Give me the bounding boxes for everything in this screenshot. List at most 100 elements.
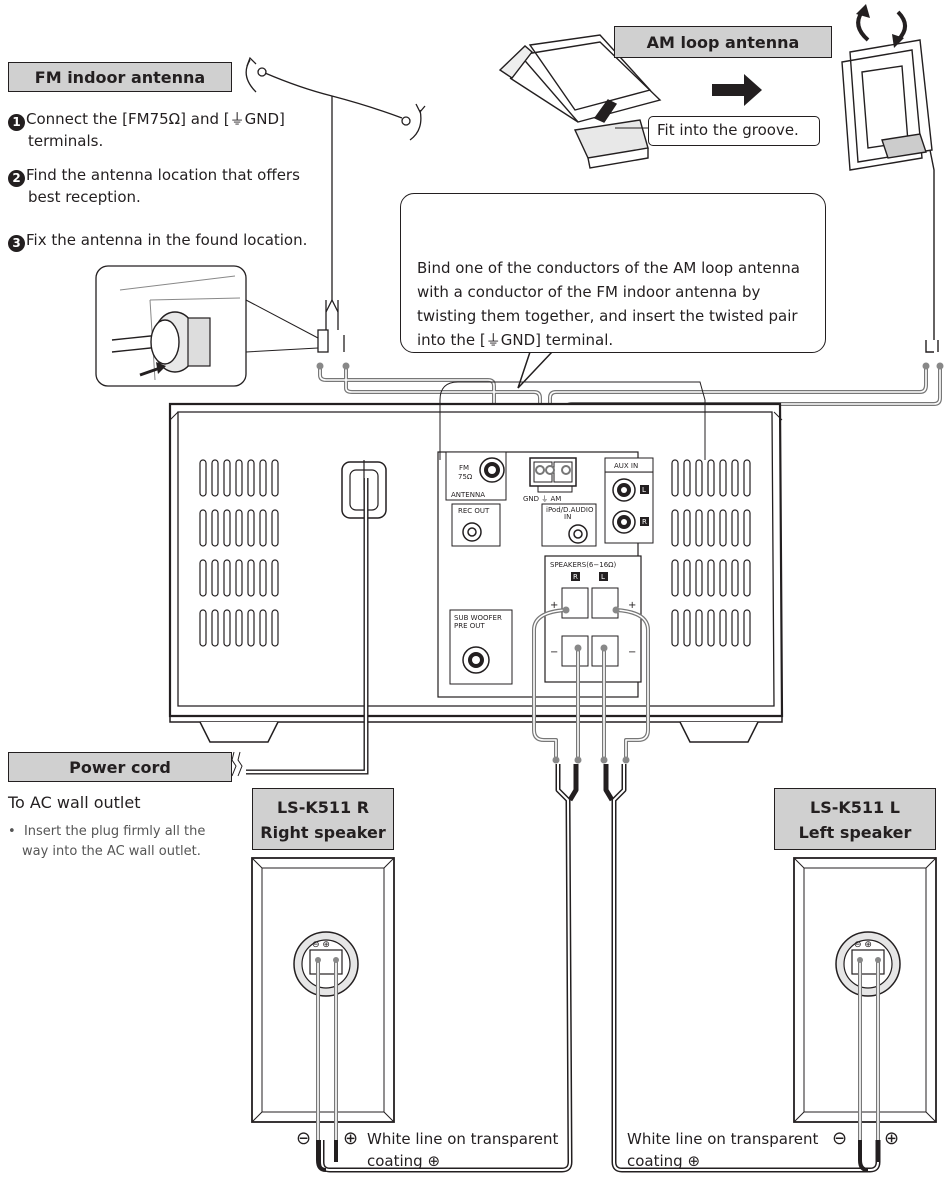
twist-instructions-text: Bind one of the conductors of the AM loo… xyxy=(417,259,800,349)
vent-slot xyxy=(719,559,727,597)
power-cord-title: Power cord xyxy=(8,752,232,782)
right-wire-note-line1: White line on transparent xyxy=(367,1130,559,1148)
svg-text:R: R xyxy=(573,573,578,581)
sub-woofer-label: SUB WOOFER xyxy=(454,614,502,622)
vent-slot xyxy=(223,509,231,547)
svg-text:−: − xyxy=(628,647,636,658)
vent-slot xyxy=(247,609,255,647)
vent-slot xyxy=(671,459,679,497)
vent-slot xyxy=(211,459,219,497)
vent-slot xyxy=(731,509,739,547)
arrow-right-icon xyxy=(712,74,762,106)
vent-grille-right xyxy=(671,459,751,647)
vent-grille-left xyxy=(199,459,279,647)
vent-slot xyxy=(671,609,679,647)
fm-ohm-label: 75Ω xyxy=(458,473,473,481)
vent-slot xyxy=(743,559,751,597)
vent-slot xyxy=(235,459,243,497)
vent-slot xyxy=(247,559,255,597)
fm-plug-inset xyxy=(95,265,319,387)
vent-slot xyxy=(247,459,255,497)
fm-label: FM xyxy=(459,464,469,472)
vent-slot xyxy=(247,509,255,547)
vent-slot xyxy=(707,559,715,597)
svg-text:L: L xyxy=(601,573,605,581)
step-number-3: 3 xyxy=(8,234,25,252)
vent-slot xyxy=(259,609,267,647)
fm-step-3-text: Fix the antenna in the found location. xyxy=(26,231,308,249)
fm-step-1-gnd: GND] xyxy=(244,110,285,128)
vent-slot xyxy=(199,559,207,597)
vent-slot xyxy=(695,559,703,597)
vent-slot xyxy=(199,509,207,547)
svg-text:+: + xyxy=(628,600,636,611)
gnd-am-terminal: GND ⏚ AM xyxy=(523,457,577,503)
vent-slot xyxy=(695,609,703,647)
am-antenna-title: AM loop antenna xyxy=(614,26,832,58)
vent-slot xyxy=(671,559,679,597)
svg-text:⊖ ⊕: ⊖ ⊕ xyxy=(312,940,330,950)
fm-antenna-wire xyxy=(245,56,426,353)
power-inlet xyxy=(231,460,387,777)
ipod-in-label: iPod/D.AUDIO xyxy=(546,506,594,514)
svg-text:⊖ ⊕: ⊖ ⊕ xyxy=(854,940,872,950)
vent-slot xyxy=(211,609,219,647)
left-speaker-name: Left speaker xyxy=(798,823,912,842)
vent-slot xyxy=(707,459,715,497)
vent-slot xyxy=(223,559,231,597)
vent-slot xyxy=(743,459,751,497)
right-wire-note-line2: coating ⊕ xyxy=(367,1152,441,1170)
vent-slot xyxy=(683,609,691,647)
left-wire-note-line2: coating ⊕ xyxy=(627,1152,701,1170)
aux-l-badge: L xyxy=(642,486,646,494)
power-note-line1: Insert the plug firmly all the xyxy=(23,824,206,839)
fm-antenna-jack: FM 75Ω ANTENNA xyxy=(445,451,507,501)
vent-slot xyxy=(211,509,219,547)
step-number-2: 2 xyxy=(8,169,25,187)
left-plus-symbol: ⊕ xyxy=(884,1128,900,1149)
aux-r-badge: R xyxy=(642,518,647,526)
right-plus-symbol: ⊕ xyxy=(343,1128,359,1149)
fm-step-1-text: Connect the [FM75Ω] and [ xyxy=(26,110,230,128)
vent-slot xyxy=(271,459,279,497)
ipod-in-label-2: IN xyxy=(564,513,571,521)
antenna-label: ANTENNA xyxy=(451,491,485,499)
vent-slot xyxy=(731,459,739,497)
vent-slot xyxy=(731,609,739,647)
vent-slot xyxy=(199,459,207,497)
fm-step-2-text: Find the antenna location that offers xyxy=(26,166,300,184)
vent-slot xyxy=(719,509,727,547)
right-minus-symbol: ⊖ xyxy=(296,1128,312,1149)
power-note-line2: way into the AC wall outlet. xyxy=(22,844,201,859)
svg-text:+: + xyxy=(550,600,558,611)
vent-slot xyxy=(719,459,727,497)
vent-slot xyxy=(199,609,207,647)
step-number-1: 1 xyxy=(8,113,25,131)
twist-instructions-callout: Bind one of the conductors of the AM loo… xyxy=(400,193,826,353)
ground-icon: ⏚ xyxy=(229,110,245,128)
vent-slot xyxy=(259,509,267,547)
svg-text:−: − xyxy=(550,647,558,658)
vent-slot xyxy=(707,609,715,647)
vent-slot xyxy=(683,459,691,497)
vent-slot xyxy=(695,459,703,497)
vent-slot xyxy=(271,509,279,547)
fm-step-2-line2: best reception. xyxy=(28,188,141,206)
vent-slot xyxy=(671,509,679,547)
sub-woofer-jack: SUB WOOFER PRE OUT xyxy=(449,609,513,685)
vent-slot xyxy=(223,459,231,497)
left-wire-note-line1: White line on transparent xyxy=(627,1130,819,1148)
vent-slot xyxy=(259,559,267,597)
left-speaker-label: LS-K511 L Left speaker xyxy=(774,788,936,850)
am-loop-antenna-before xyxy=(498,34,662,169)
right-speaker-box: ⊖ ⊕ xyxy=(251,857,395,1140)
left-speaker-model: LS-K511 L xyxy=(810,798,900,817)
ipod-in-jack: iPod/D.AUDIO IN xyxy=(541,503,597,547)
vent-slot xyxy=(731,559,739,597)
groove-callout: Fit into the groove. xyxy=(648,116,820,146)
vent-slot xyxy=(707,509,715,547)
vent-slot xyxy=(235,609,243,647)
am-loop-antenna-after xyxy=(841,39,939,353)
